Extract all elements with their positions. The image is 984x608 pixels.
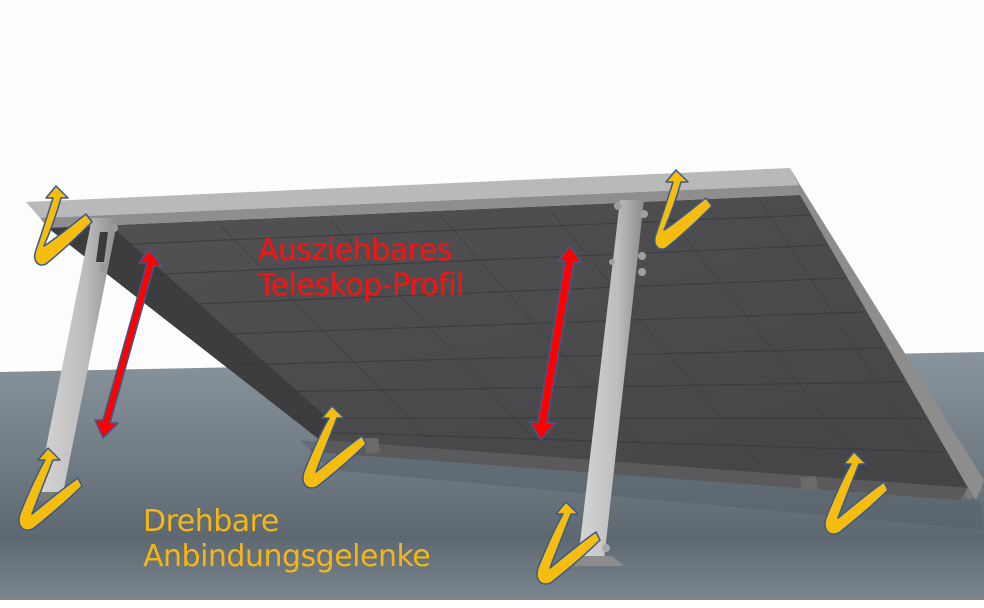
left-leg	[36, 218, 118, 500]
hinge-label-line2: Anbindungsgelenke	[143, 539, 431, 575]
telescope-double-arrow-right	[529, 245, 582, 441]
telescope-label-line2: Teleskop-Profil	[258, 268, 464, 304]
telescope-label-line1: Ausziehbares	[258, 233, 452, 268]
rear-brackets	[364, 438, 818, 492]
right-leg	[575, 200, 648, 566]
hinge-label-line1: Drehbare	[143, 504, 279, 539]
telescope-profile-label: Ausziehbares Teleskop-Profil	[258, 233, 464, 304]
rotation-arrow-bottom-right-leg	[536, 501, 601, 585]
rotation-arrow-bottom-left-foot	[18, 447, 83, 531]
hinge-joints-label: Drehbare Anbindungsgelenke	[143, 504, 431, 575]
rotation-arrow-top-right	[654, 169, 713, 250]
rotation-arrow-top-left	[34, 185, 93, 266]
telescope-double-arrow-left	[94, 249, 163, 439]
rotation-arrow-bottom-right	[824, 451, 889, 535]
rotation-arrow-bottom-mid	[302, 405, 367, 489]
